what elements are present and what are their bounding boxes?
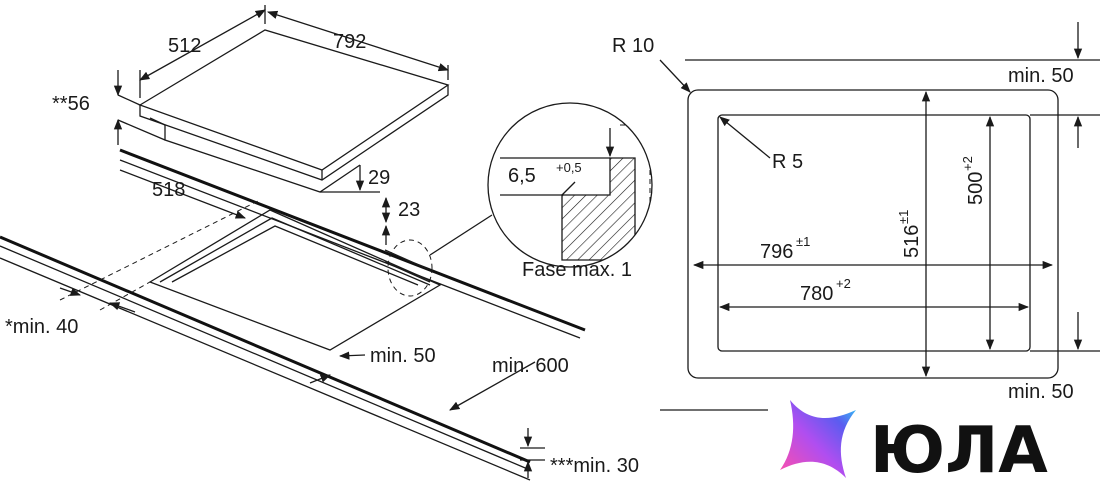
yula-logo-text: ЮЛА: [870, 414, 1048, 481]
label-min-50-top: min. 50: [1008, 65, 1074, 87]
label-bevel-tol: +0,5: [556, 160, 582, 175]
label-bevel-value: 6,5: [508, 165, 536, 187]
label-780: 780: [800, 283, 833, 305]
label-min-40: *min. 40: [5, 316, 78, 338]
bevel-detail: 6,5 +0,5: [487, 102, 653, 268]
cutout-plan: [659, 22, 1100, 379]
label-516: 516: [901, 225, 923, 258]
label-512: 512: [168, 35, 201, 57]
label-min-50-bottom: min. 50: [1008, 381, 1074, 403]
label-min-600: min. 600: [492, 355, 569, 377]
label-56: **56: [52, 93, 90, 115]
label-fase: Fase max. 1: [522, 259, 632, 281]
label-r10: R 10: [612, 35, 654, 57]
label-r5: R 5: [772, 151, 803, 173]
label-516-tol: ±1: [896, 210, 911, 224]
hob-body: [164, 125, 361, 193]
countertop-front-edge: [0, 235, 531, 464]
label-518: 518: [152, 179, 185, 201]
label-500-tol: +2: [960, 156, 975, 171]
yula-logo: ЮЛА: [780, 400, 1048, 481]
cutout-rectangle: [717, 114, 1031, 352]
hob-edge: [139, 85, 449, 181]
label-796: 796: [760, 241, 793, 263]
label-min-50-front: min. 50: [370, 345, 436, 367]
label-796-tol: ±1: [796, 234, 810, 249]
label-792: 792: [333, 31, 366, 53]
yula-logo-star-icon: [780, 400, 856, 478]
label-min-30: ***min. 30: [550, 455, 639, 477]
label-780-tol: +2: [836, 276, 851, 291]
hob-isometric: [0, 5, 586, 481]
label-500: 500: [965, 172, 987, 205]
countertop-back-edge: [119, 148, 586, 332]
label-23: 23: [398, 199, 420, 221]
outer-worktop-outline: [687, 89, 1059, 379]
label-29: 29: [368, 167, 390, 189]
cutout-opening: [148, 209, 442, 351]
